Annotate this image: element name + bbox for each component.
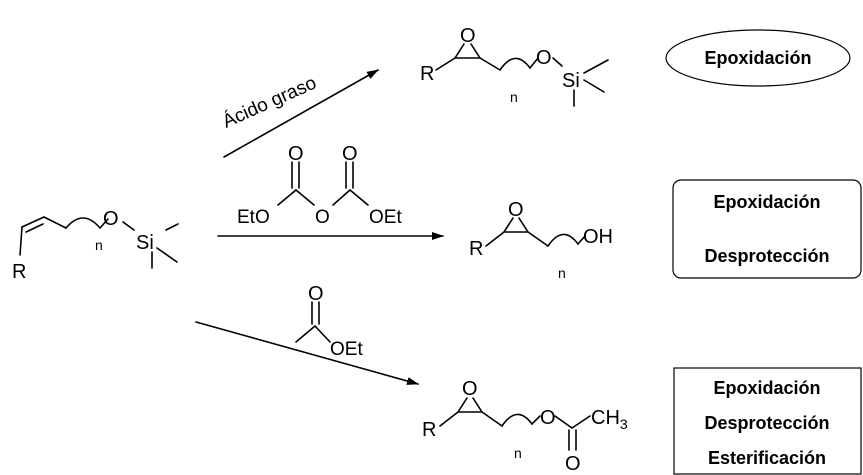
reagent-diethyl-dicarbonate: O O EtO O OEt — [237, 143, 402, 228]
p2-epoxide-o: O — [508, 199, 524, 221]
acetate-carbonyl-o: O — [308, 283, 324, 305]
p3-o-atom: O — [540, 407, 556, 429]
reagent-fatty-acid: Ácido graso — [219, 73, 319, 133]
start-si-atom: Si — [136, 232, 154, 254]
dicarbonate-bridge-o: O — [315, 207, 330, 228]
start-o-atom: O — [103, 208, 119, 230]
p3-carbonyl-o: O — [565, 453, 581, 475]
arrow-to-epoxide-silyl — [223, 69, 379, 158]
dicarbonate-o2: O — [342, 143, 358, 165]
p1-epoxide-o: O — [460, 25, 476, 47]
dicarbonate-oet: OEt — [369, 207, 402, 228]
product-epoxy-alcohol: R O OH n — [469, 199, 613, 281]
p2-n-subscript: n — [558, 265, 566, 281]
label-3-line-2: Desprotección — [704, 413, 829, 433]
label-3-line-3: Esterificación — [708, 448, 826, 468]
p3-r-atom: R — [422, 419, 436, 441]
reagent-ethyl-acetate: O OEt — [295, 283, 363, 360]
p1-n-subscript: n — [510, 89, 518, 105]
p3-ch: CH — [591, 407, 620, 429]
p1-si-atom: Si — [562, 70, 580, 92]
p2-oh-group: OH — [583, 226, 613, 248]
p1-r-atom: R — [420, 63, 434, 85]
start-r-atom: R — [12, 261, 26, 283]
dicarbonate-eto: EtO — [237, 207, 270, 228]
label-three-steps-box: Epoxidación Desprotección Esterificación — [673, 367, 862, 475]
dicarbonate-o1: O — [288, 143, 304, 165]
p3-ch3-subscript: 3 — [620, 416, 628, 432]
label-2-line-1: Epoxidación — [713, 192, 820, 212]
label-2-line-2: Desprotección — [704, 246, 829, 266]
p2-r-atom: R — [469, 238, 483, 260]
label-3-line-1: Epoxidación — [713, 378, 820, 398]
p3-n-subscript: n — [514, 445, 522, 461]
acetate-oet: OEt — [330, 339, 363, 360]
p3-ch-group: CH3 — [591, 407, 628, 432]
starting-material: R O Si n — [12, 208, 179, 283]
label-1-line-1: Epoxidación — [704, 48, 811, 68]
label-epoxidation-ellipse: Epoxidación — [665, 29, 851, 87]
p1-o-atom: O — [536, 47, 552, 69]
start-n-subscript: n — [95, 237, 103, 253]
product-epoxy-acetate: R O O CH3 O n — [422, 378, 628, 475]
label-epoxidation-deprotection-box: Epoxidación Desprotección — [672, 179, 862, 279]
product-silyl-epoxide: R O O Si n — [420, 25, 609, 107]
arrow-to-epoxide-acetate — [195, 321, 419, 385]
p3-epoxide-o: O — [462, 378, 478, 400]
